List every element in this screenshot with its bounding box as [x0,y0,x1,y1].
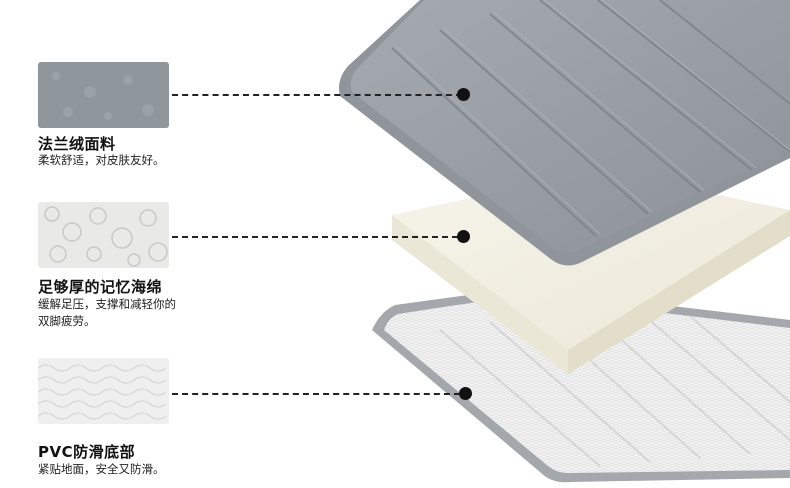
leader-dot-memory-foam [457,230,470,243]
leader-line-memory-foam [172,236,458,238]
feature-desc-memory-foam-line2: 双脚疲劳。 [38,314,96,328]
leader-line-pvc [172,393,460,395]
pvc-base-layer [372,288,790,483]
feature-desc-pvc: 紧贴地面，安全又防滑。 [38,462,165,476]
feature-title-memory-foam: 足够厚的记忆海绵 [38,278,163,296]
feature-title-flannel: 法兰绒面料 [38,135,116,153]
feature-title-pvc: PVC防滑底部 [38,443,136,461]
leader-line-flannel [172,94,462,96]
flannel-top-layer [339,0,790,266]
feature-desc-memory-foam-line1: 缓解足压，支撑和减轻你的 [38,297,176,311]
feature-desc-flannel: 柔软舒适，对皮肤友好。 [38,153,165,167]
memory-foam-swatch [38,202,169,268]
flannel-swatch [38,62,169,128]
leader-dot-pvc [459,387,472,400]
pvc-swatch [38,358,169,424]
memory-foam-layer [392,170,790,374]
leader-dot-flannel [457,88,470,101]
